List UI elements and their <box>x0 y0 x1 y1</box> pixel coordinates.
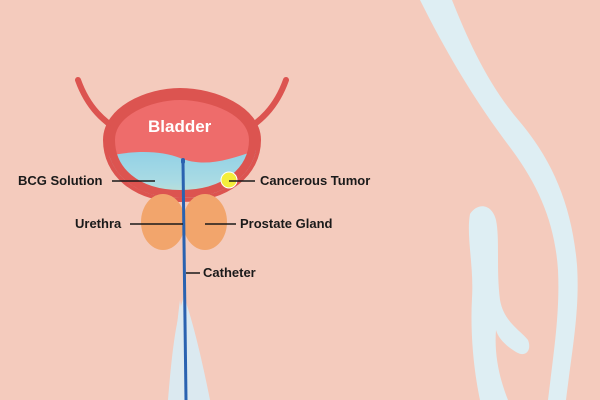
prostate-left-lobe <box>141 194 185 250</box>
cancerous-tumor-label: Cancerous Tumor <box>260 173 371 188</box>
prostate-gland-label: Prostate Gland <box>240 216 333 231</box>
catheter-line <box>181 161 188 400</box>
bladder-label: Bladder <box>148 117 212 136</box>
urethra-base <box>168 296 210 400</box>
urethra-label: Urethra <box>75 216 122 231</box>
bcg-solution-label: BCG Solution <box>18 173 103 188</box>
bladder-outline <box>106 91 258 199</box>
thigh-outline <box>468 206 530 400</box>
thigh-lower <box>555 350 600 400</box>
prostate-right-lobe <box>183 194 227 250</box>
body-outline <box>420 0 578 400</box>
catheter-label: Catheter <box>203 265 256 280</box>
tumor-circle <box>220 171 238 189</box>
